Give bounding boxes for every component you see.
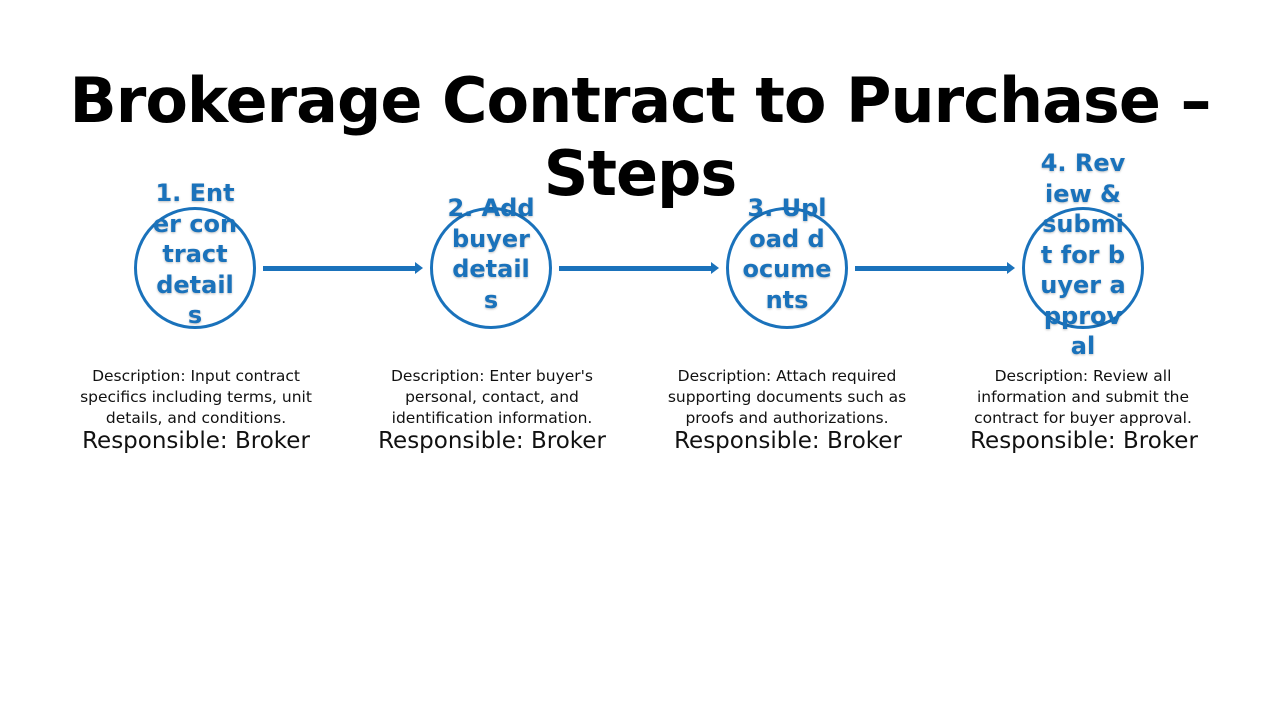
step-2-responsible: Responsible: Broker [378, 428, 606, 454]
step-2-description: Description: Enter buyer's personal, con… [390, 367, 594, 427]
step-3-circle [726, 207, 848, 329]
arrow-3-to-4 [855, 262, 1015, 274]
step-3-responsible: Responsible: Broker [674, 428, 902, 454]
step-2-circle [430, 207, 552, 329]
step-4-responsible: Responsible: Broker [970, 428, 1198, 454]
step-2-label: 2. Add buyer details [447, 194, 535, 314]
arrow-1-to-2 [263, 262, 423, 274]
step-1-label: 1. Enter contract details [152, 179, 238, 329]
step-4-description: Description: Review all information and … [974, 367, 1192, 427]
arrow-2-to-3 [559, 262, 719, 274]
step-1-responsible: Responsible: Broker [82, 428, 310, 454]
step-4-circle [1022, 207, 1144, 329]
step-4-label: 4. Review & submit for buyer approval [1040, 149, 1126, 360]
step-1-description: Description: Input contract specifics in… [80, 367, 312, 427]
step-3-label: 3. Upload documents [742, 194, 832, 314]
page-title: Brokerage Contract to Purchase – Steps [69, 64, 1212, 210]
step-1-circle [134, 207, 256, 329]
step-3-description: Description: Attach required supporting … [667, 367, 907, 427]
